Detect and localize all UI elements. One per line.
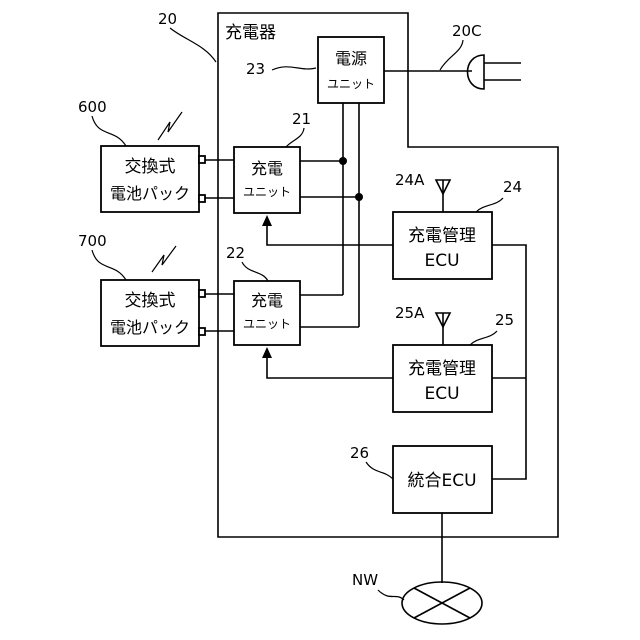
- plug-icon: [468, 55, 485, 89]
- charger-outline: [218, 13, 558, 537]
- junction-dot-1: [339, 157, 347, 165]
- charge-unit-2-line2: ユニット: [243, 317, 291, 331]
- ecu-2-antenna-ref: 25A: [395, 304, 425, 322]
- charge-unit-1-line2: ユニット: [243, 185, 291, 199]
- plug-leader-line: [440, 40, 463, 70]
- battery-2-line2: 電池パック: [110, 318, 190, 337]
- ecu-2-line1: 充電管理: [408, 359, 476, 379]
- charger-leader-line: [170, 28, 216, 62]
- ecu-2-line2: ECU: [424, 384, 459, 404]
- battery-2-ref: 700: [78, 232, 107, 250]
- power-unit-line2: ユニット: [327, 77, 375, 91]
- battery-2-terminal-bottom: [199, 328, 205, 335]
- charge-unit-2-line1: 充電: [251, 291, 283, 310]
- wireless-zigzag-2-icon: [152, 246, 176, 272]
- battery-1-line1: 交換式: [125, 157, 176, 177]
- integrated-ecu-ref: 26: [350, 444, 369, 462]
- network-ref: NW: [352, 571, 378, 589]
- battery-2-terminal-top: [199, 290, 205, 297]
- charge-unit-2-leader-line: [242, 262, 268, 281]
- network-icon-cross: [414, 588, 470, 618]
- junction-dot-2: [355, 193, 363, 201]
- ecu-1-line1: 充電管理: [408, 226, 476, 246]
- ecu-2-control-arrow: [262, 347, 272, 358]
- battery-2-leader-line: [92, 250, 126, 280]
- ecu-2-ref: 25: [495, 311, 514, 329]
- battery-1-terminal-bottom: [199, 195, 205, 202]
- ecu-1-control-arrow: [262, 215, 272, 226]
- ecu-2-leader-line: [470, 331, 497, 345]
- network-leader-line: [378, 590, 404, 600]
- battery-1-ref: 600: [78, 98, 107, 116]
- plug-ref: 20C: [452, 22, 482, 40]
- battery-1-leader-line: [92, 116, 126, 146]
- ecu-1-control-line: [267, 225, 393, 245]
- ecu-1-antenna-ref: 24A: [395, 171, 425, 189]
- integrated-ecu-label: 統合ECU: [407, 471, 476, 491]
- charge-unit-2-ref: 22: [226, 244, 245, 262]
- charge-unit-1-ref: 21: [292, 110, 311, 128]
- ecu-2-control-line: [267, 358, 393, 378]
- charge-unit-1-box: [234, 147, 300, 213]
- ecu-1-line2: ECU: [424, 251, 459, 271]
- wireless-zigzag-1-icon: [158, 112, 182, 140]
- power-unit-line1: 電源: [335, 49, 367, 68]
- charge-unit-1-leader-line: [286, 128, 304, 147]
- charge-unit-1-line1: 充電: [251, 159, 283, 178]
- comm-bus-line: [492, 245, 526, 479]
- power-unit-leader-line: [272, 67, 316, 70]
- charger-label: 充電器: [225, 23, 276, 43]
- power-unit-ref: 23: [246, 60, 265, 78]
- ecu-1-leader-line: [476, 198, 503, 212]
- ecu-1-ref: 24: [503, 178, 522, 196]
- integrated-ecu-leader-line: [366, 462, 393, 479]
- battery-1-terminal-top: [199, 156, 205, 163]
- power-unit-box: [318, 37, 384, 103]
- battery-1-line2: 電池パック: [110, 184, 190, 203]
- battery-2-line1: 交換式: [125, 291, 176, 311]
- charger-ref: 20: [158, 10, 177, 28]
